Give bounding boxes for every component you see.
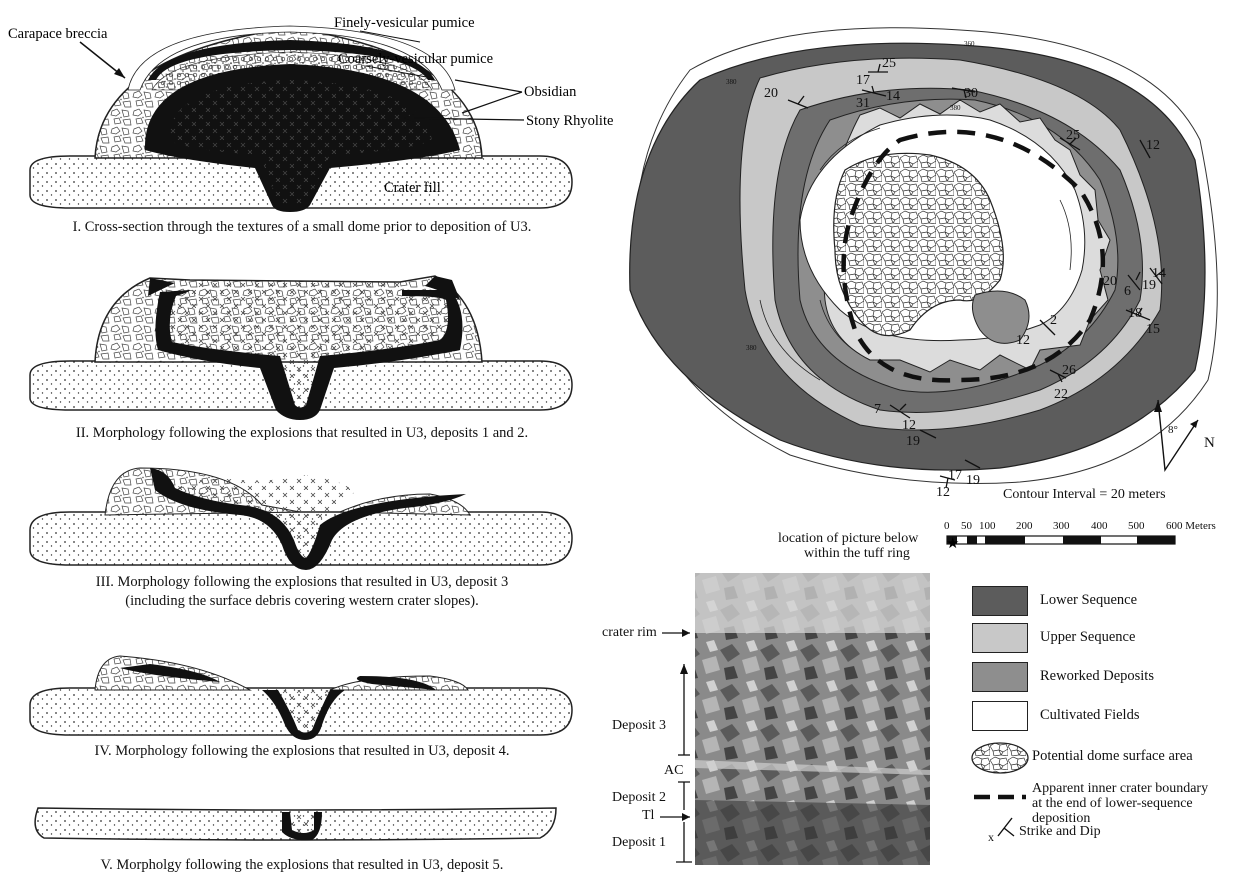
label-carapace: Carapace breccia	[8, 26, 108, 42]
dip-label: 14	[886, 89, 900, 105]
legend-swatch	[972, 701, 1028, 731]
scale-tick: 500	[1128, 520, 1145, 532]
dip-label: 22	[1054, 387, 1068, 403]
legend-symbols	[972, 743, 1028, 836]
dip-label: 18	[1128, 306, 1142, 322]
dip-label: 15	[1146, 322, 1160, 338]
caption-4: IV. Morphology following the explosions …	[22, 743, 582, 760]
dome-swatch	[972, 743, 1028, 773]
caption-2: II. Morphology following the explosions …	[22, 425, 582, 442]
legend-boundary-line: Apparent inner crater boundary	[1032, 781, 1208, 796]
caption-3a: III. Morphology following the explosions…	[22, 574, 582, 591]
geologic-map	[630, 28, 1218, 484]
photo-scale-brackets	[660, 633, 692, 862]
panel-5-cross-section	[35, 808, 556, 840]
scale-tick: 200	[1016, 520, 1033, 532]
legend-boundary-line: at the end of lower-sequence	[1032, 796, 1208, 811]
contour-label: 360	[964, 40, 975, 48]
label-deposit-1: Deposit 1	[612, 835, 666, 851]
dip-label: 17	[856, 73, 870, 89]
legend-label: Cultivated Fields	[1040, 707, 1139, 724]
contour-interval: Contour Interval = 20 meters	[1003, 487, 1166, 503]
caption-5: V. Morpholgy following the explosions th…	[22, 857, 582, 874]
scale-tick: 600 Meters	[1166, 520, 1216, 532]
caption-1: I. Cross-section through the textures of…	[22, 219, 582, 236]
dip-label: 19	[966, 473, 980, 489]
legend-label: Upper Sequence	[1040, 629, 1135, 646]
legend-label: Lower Sequence	[1040, 592, 1137, 609]
legend-swatch	[972, 662, 1028, 692]
label-tl: Tl	[642, 808, 654, 824]
dip-label: 25	[882, 56, 896, 72]
strike-dip-swatch	[998, 818, 1014, 836]
scale-tick: 100	[979, 520, 996, 532]
dip-label: 12	[1146, 138, 1160, 154]
label-deposit-2: Deposit 2	[612, 790, 666, 806]
dip-label: 19	[906, 434, 920, 450]
dip-label: 12	[936, 485, 950, 501]
dip-label: 17	[948, 468, 962, 484]
scale-tick: 0	[944, 520, 950, 532]
dip-label: 12	[902, 418, 916, 434]
legend-dome-label: Potential dome surface area	[1032, 748, 1193, 765]
contour-label: 380	[726, 78, 737, 86]
panel-3-cross-section	[30, 468, 572, 570]
dip-label: 6	[1124, 284, 1131, 300]
dip-label: 25	[1066, 128, 1080, 144]
caption-3b: (including the surface debris covering w…	[22, 593, 582, 610]
legend-label: Reworked Deposits	[1040, 668, 1154, 685]
scale-tick: 400	[1091, 520, 1108, 532]
legend-boundary-label: Apparent inner crater boundary at the en…	[1032, 781, 1208, 826]
field-photo	[695, 573, 930, 865]
legend-swatch	[972, 586, 1028, 616]
dip-label: 30	[964, 86, 978, 102]
dip-label: 20	[1103, 274, 1117, 290]
scale-tick: 50	[961, 520, 972, 532]
star-note: location of picture below within the tuf…	[778, 531, 918, 561]
label-ac: AC	[664, 763, 683, 779]
star-note-line: within the tuff ring	[804, 546, 944, 561]
scale-bar	[947, 536, 1175, 544]
north-label: N	[1204, 435, 1215, 452]
contour-label: 380	[950, 104, 961, 112]
contour-label: 380	[746, 344, 757, 352]
star-icon: ★	[946, 536, 959, 552]
label-deposit-3: Deposit 3	[612, 718, 666, 734]
star-note-line: location of picture below	[778, 531, 918, 546]
label-crater-rim: crater rim	[602, 625, 657, 641]
legend-swatch	[972, 623, 1028, 653]
dip-label: 12	[1016, 333, 1030, 349]
label-coarse-pumice: Coarsely-vesicular pumice	[338, 51, 493, 67]
scale-tick: 300	[1053, 520, 1070, 532]
panel-2-cross-section	[30, 276, 572, 420]
dip-label: 7	[874, 402, 881, 418]
dip-label: 2	[1050, 313, 1057, 329]
panel-4-cross-section	[30, 656, 572, 740]
label-crater-fill: Crater fill	[384, 180, 441, 196]
dip-label: 31	[856, 96, 870, 112]
label-stony: Stony Rhyolite	[526, 113, 613, 129]
dip-label: 26	[1062, 363, 1076, 379]
legend-strike-label: Strike and Dip	[1019, 824, 1101, 840]
legend-strike-x: x	[988, 830, 994, 845]
north-angle: 8°	[1168, 424, 1178, 436]
dip-label: 19	[1142, 278, 1156, 294]
label-obsidian: Obsidian	[524, 84, 577, 100]
dip-label: 20	[764, 86, 778, 102]
label-fine-pumice: Finely-vesicular pumice	[334, 15, 475, 31]
